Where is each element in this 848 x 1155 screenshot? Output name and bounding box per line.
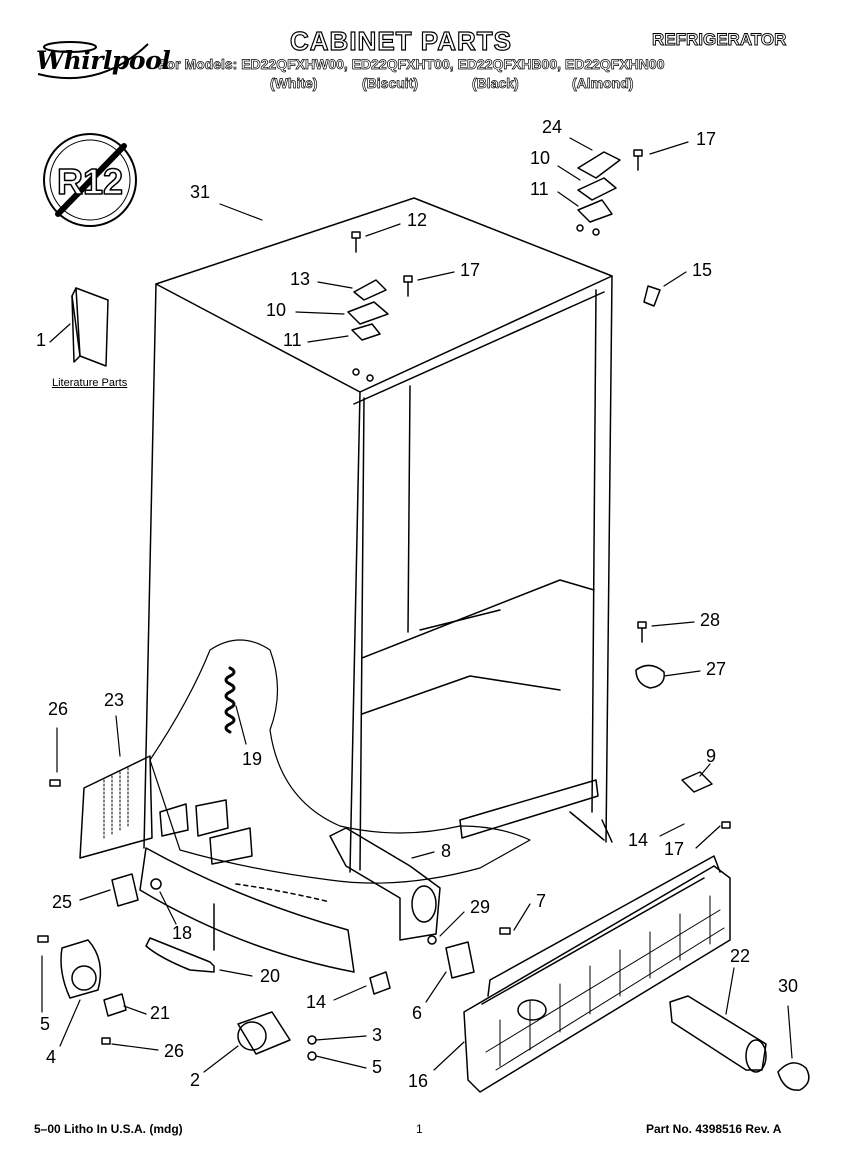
- callout-21: 21: [150, 1003, 170, 1023]
- screw-26: [101, 1037, 111, 1045]
- water-valves: [159, 799, 253, 865]
- water-tube: [145, 903, 215, 973]
- hinge-screw: [403, 275, 413, 297]
- callout-17: 17: [460, 260, 480, 280]
- clip-21: [103, 993, 127, 1017]
- callout-19: 19: [242, 749, 262, 769]
- callout-20: 20: [260, 966, 280, 986]
- screw-7: [499, 927, 511, 935]
- water-coil-icon: [224, 666, 236, 734]
- footer-part-number: Part No. 4398516 Rev. A: [646, 1122, 782, 1136]
- callout-2: 2: [190, 1070, 200, 1090]
- callout-3: 3: [372, 1025, 382, 1045]
- part-15-clip: [643, 285, 661, 307]
- callout-16: 16: [408, 1071, 428, 1091]
- callout-30: 30: [778, 976, 798, 996]
- callout-8: 8: [441, 841, 451, 861]
- brand-swoosh-icon: [37, 41, 149, 80]
- literature-booklet-icon: [71, 287, 109, 367]
- callout-28: 28: [700, 610, 720, 630]
- badge-text: R12: [57, 161, 123, 202]
- water-filter: [669, 995, 767, 1073]
- color-label-white: (White): [270, 75, 318, 92]
- callout-11: 11: [283, 330, 302, 350]
- brand-logo: [30, 38, 160, 88]
- callout-10: 10: [530, 148, 550, 168]
- base-shell: [139, 847, 355, 973]
- callout-7: 7: [536, 891, 546, 911]
- footer-print-info: 5–00 Litho In U.S.A. (mdg): [34, 1122, 183, 1136]
- clamp-25: [111, 873, 139, 907]
- callout-12: 12: [407, 210, 427, 230]
- callout-5: 5: [372, 1057, 382, 1077]
- screw-18: [150, 878, 162, 890]
- color-label-biscuit: (Biscuit): [362, 75, 419, 92]
- models-line: For Models: ED22QFXHW00, ED22QFXHT00, ED…: [158, 56, 665, 73]
- cabinet-shell: [143, 197, 613, 884]
- callout-14: 14: [628, 830, 648, 850]
- bracket-6: [445, 941, 475, 979]
- callout-5: 5: [40, 1014, 50, 1034]
- no-r12-badge-icon: R12: [43, 133, 137, 227]
- footer-page-number: 1: [416, 1122, 423, 1136]
- callout-26: 26: [48, 699, 68, 719]
- toe-grille: [463, 855, 731, 1093]
- callout-18: 18: [172, 923, 192, 943]
- callout-4: 4: [46, 1047, 56, 1067]
- callout-10: 10: [266, 300, 286, 320]
- callout-11: 11: [530, 179, 549, 199]
- product-category: REFRIGERATOR: [652, 30, 787, 50]
- callout-15: 15: [692, 260, 712, 280]
- callout-29: 29: [470, 897, 490, 917]
- callout-14: 14: [306, 992, 326, 1012]
- leader-lines: [41, 137, 793, 1073]
- callout-9: 9: [706, 746, 716, 766]
- callout-25: 25: [52, 892, 72, 912]
- leveling-bracket: [635, 621, 665, 689]
- callout-23: 23: [104, 690, 124, 710]
- color-label-black: (Black): [472, 75, 519, 92]
- upper-right-hinge: [576, 149, 643, 236]
- clip-14: [369, 971, 391, 995]
- drain-tube: [329, 827, 441, 945]
- color-label-almond: (Almond): [572, 75, 634, 92]
- callout-31: 31: [190, 182, 210, 202]
- upper-left-hinge: [347, 231, 389, 382]
- page-title: CABINET PARTS: [289, 25, 512, 56]
- control-plate: [49, 755, 153, 859]
- roller-bracket: [681, 771, 713, 793]
- front-roller-left: [37, 935, 102, 999]
- callout-13: 13: [290, 269, 310, 289]
- callout-22: 22: [730, 946, 750, 966]
- callout-26: 26: [164, 1041, 184, 1061]
- front-roller-right: [237, 1011, 317, 1061]
- callout-6: 6: [412, 1003, 422, 1023]
- filter-cap: [777, 1062, 810, 1091]
- callout-17: 17: [664, 839, 684, 859]
- callout-24: 24: [542, 117, 562, 137]
- literature-parts-label: Literature Parts: [52, 377, 128, 389]
- brand-name: Whirlpool: [36, 46, 171, 75]
- callout-1: 1: [36, 330, 46, 350]
- callout-27: 27: [706, 659, 726, 679]
- bracket-screw: [721, 821, 731, 829]
- callout-17: 17: [696, 129, 716, 149]
